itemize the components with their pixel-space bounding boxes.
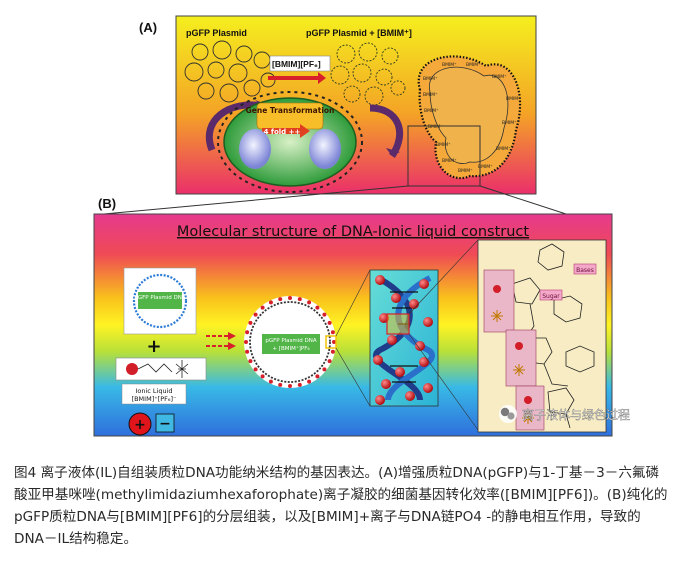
reagent-label: [BMIM][PF₆] (272, 59, 321, 69)
helix-cation-ball (395, 367, 405, 377)
bmim-cation-dot (278, 297, 282, 301)
helix-cation-ball (381, 379, 391, 389)
panel-b-label: (B) (98, 196, 116, 211)
ion-label: BMIM⁺ (424, 108, 439, 114)
bmim-cation-dot (322, 367, 326, 371)
ion-label: BMIM⁺ (466, 62, 481, 68)
bmim-cation-dot (322, 313, 326, 317)
bmim-cation-dot (245, 330, 249, 334)
helix-cation-ball (375, 395, 385, 405)
plasmid-blob-left (239, 129, 271, 169)
helix-cation-ball (375, 275, 385, 285)
ion-label: BMIM⁺ (458, 168, 473, 174)
panel-a-right-title: pGFP Plasmid + [BMIM⁺] (306, 28, 412, 38)
bmim-cation-dot (288, 296, 292, 300)
figure: (A) pGFP Plasmid [BMIM][PF₆] pGFP Plasmi… (0, 0, 684, 440)
plasmid-label: pGFP Plasmid DNA (134, 295, 186, 301)
bmim-cation-dot (298, 383, 302, 387)
ion-label: BMIM⁺ (423, 92, 438, 98)
bmim-cation-dot (254, 313, 258, 317)
helix-cation-ball (373, 355, 383, 365)
imidazolium-ring (126, 363, 138, 375)
helix-cation-ball (387, 335, 397, 345)
bmim-cation-dot (331, 350, 335, 354)
ionic-liquid-label: Ionic Liquid (135, 387, 172, 395)
ion-label: BMIM⁺ (442, 62, 457, 68)
helix-zoom-box (387, 314, 409, 334)
bmim-cation-dot (307, 300, 311, 304)
panel-a-left-title: pGFP Plasmid (186, 28, 247, 38)
bmim-cation-dot (261, 374, 265, 378)
bmim-cation-dot (254, 367, 258, 371)
bmim-cation-dot (298, 297, 302, 301)
helix-cation-ball (405, 391, 415, 401)
bmim-cation-dot (261, 306, 265, 310)
bmim-cation-dot (328, 359, 332, 363)
ion-label: BMIM⁺ (436, 142, 451, 148)
figure-caption: 图4 离子液体(IL)自组装质粒DNA功能纳米结构的基因表达。(A)增强质粒DN… (14, 462, 670, 550)
panel-b-title: Molecular structure of DNA-Ionic liquid … (177, 224, 529, 240)
helix-cation-ball (423, 383, 433, 393)
cation-sign: + (134, 417, 146, 433)
plasmid-blob-right (309, 129, 341, 169)
bmim-cation-dot (269, 380, 273, 384)
helix-cation-ball (423, 317, 433, 327)
bmim-cation-dot (315, 374, 319, 378)
ion-label: BMIM⁺ (502, 120, 517, 126)
bmim-cation-dot (244, 340, 248, 344)
watermark-text: 离子液体与绿色过程 (522, 407, 630, 422)
bmim-cation-dot (278, 383, 282, 387)
bmim-cation-dot (245, 350, 249, 354)
complex-label-line1: pGFP Plasmid DNA (265, 338, 317, 344)
helix-cation-ball (419, 279, 429, 289)
plus-sign: + (146, 336, 161, 357)
panel-a-label: (A) (139, 20, 157, 35)
ion-label: BMIM⁺ (428, 124, 443, 130)
bmim-cation-dot (328, 321, 332, 325)
ion-label: BMIM⁺ (423, 76, 438, 82)
anion-sign: − (159, 416, 171, 432)
helix-cation-ball (419, 357, 429, 367)
complex-label-line2: + [BMIM⁺]PF₆ (272, 345, 310, 352)
cell-title: Gene Transformation (246, 106, 335, 115)
bases-tag-label: Bases (576, 267, 594, 274)
sugar-tag-label: Sugar (542, 293, 560, 300)
bmim-cation-dot (248, 321, 252, 325)
bmim-cation-dot (248, 359, 252, 363)
bmim-cation-dot (269, 300, 273, 304)
bmim-cation-dot (315, 306, 319, 310)
bmim-cation-dot (288, 384, 292, 388)
helix-cation-ball (391, 293, 401, 303)
ionic-liquid-formula: [BMIM]⁺[PF₆]⁻ (132, 395, 177, 403)
caption-text: 图4 离子液体(IL)自组装质粒DNA功能纳米结构的基因表达。(A)增强质粒DN… (14, 465, 667, 547)
fold-label: 4 fold ++ (264, 128, 301, 136)
ion-label: BMIM⁺ (506, 96, 521, 102)
bmim-cation-dot (307, 380, 311, 384)
helix-cation-ball (409, 299, 419, 309)
ion-label: BMIM⁺ (496, 146, 511, 152)
ion-label: BMIM⁺ (492, 74, 507, 80)
bmim-cation-dot (331, 330, 335, 334)
ion-label: BMIM⁺ (442, 158, 457, 164)
